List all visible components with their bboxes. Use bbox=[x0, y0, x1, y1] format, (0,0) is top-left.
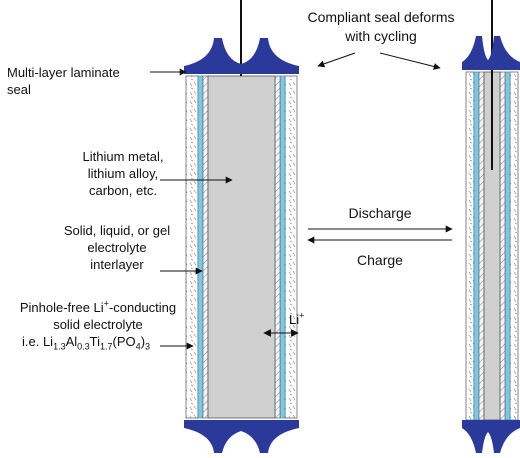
right-interlayer-right bbox=[499, 71, 506, 421]
left-anode bbox=[207, 75, 276, 419]
left-interlayer-right bbox=[274, 75, 281, 419]
right-solid-electrolyte-right bbox=[504, 71, 511, 421]
right-laminate-outer-left bbox=[465, 71, 475, 421]
right-interlayer-left bbox=[478, 71, 485, 421]
left-laminate-outer-right bbox=[284, 75, 298, 419]
formula-ti-sub: 1.7 bbox=[100, 341, 113, 352]
pinhole-li-sup: + bbox=[103, 298, 109, 309]
arrow-seal-left bbox=[317, 52, 356, 68]
formula-prefix: i.e. Li bbox=[22, 334, 54, 349]
formula-al-sub: 0.3 bbox=[77, 341, 90, 352]
left-cell bbox=[184, 0, 299, 453]
right-laminate-outer-right bbox=[509, 71, 519, 421]
formula-po4-sub: 4 bbox=[135, 341, 141, 352]
multilayer-seal-label: Multi-layer laminate seal bbox=[7, 65, 120, 97]
formula-ti: Ti bbox=[89, 334, 101, 349]
lithium-metal-label: Lithium metal, lithium alloy, carbon, et… bbox=[82, 149, 164, 198]
li-ion-sup: + bbox=[299, 310, 305, 321]
li-ion-label: Li+ bbox=[289, 310, 305, 328]
discharge-label: Discharge bbox=[348, 205, 412, 221]
formula-po4: (PO bbox=[112, 334, 136, 349]
right-solid-electrolyte-left bbox=[473, 71, 480, 421]
arrow-seal-right bbox=[379, 52, 441, 70]
left-top-seal bbox=[184, 38, 299, 74]
left-solid-electrolyte-right bbox=[279, 75, 286, 419]
formula-close: ) bbox=[140, 334, 146, 349]
left-interlayer-left bbox=[202, 75, 209, 419]
formula-al: Al bbox=[65, 334, 78, 349]
left-bottom-seal bbox=[184, 420, 299, 453]
pinhole-free-label: Pinhole-free Li+-conducting solid electr… bbox=[0, 298, 196, 352]
pinhole-line-1: Pinhole-free Li+-conducting bbox=[19, 298, 177, 315]
annotation-arrows bbox=[150, 52, 453, 350]
right-top-seal bbox=[462, 36, 520, 70]
electrolyte-interlayer-label: Solid, liquid, or gel electrolyte interl… bbox=[63, 223, 171, 272]
formula-close-sub: 3 bbox=[145, 341, 151, 352]
li-ion-text: Li bbox=[289, 312, 300, 327]
formula: i.e. Li1.3Al0.3Ti1.7(PO4)3 bbox=[0, 333, 196, 352]
right-cell bbox=[462, 0, 520, 453]
left-solid-electrolyte-left bbox=[197, 75, 204, 419]
left-laminate-outer-left bbox=[185, 75, 199, 419]
right-bottom-seal bbox=[462, 420, 520, 453]
charge-label: Charge bbox=[357, 252, 403, 268]
formula-li-sub: 1.3 bbox=[53, 341, 66, 352]
compliant-seal-label: Compliant seal deforms with cycling bbox=[307, 9, 455, 44]
pinhole-line-2: solid electrolyte bbox=[53, 317, 143, 332]
